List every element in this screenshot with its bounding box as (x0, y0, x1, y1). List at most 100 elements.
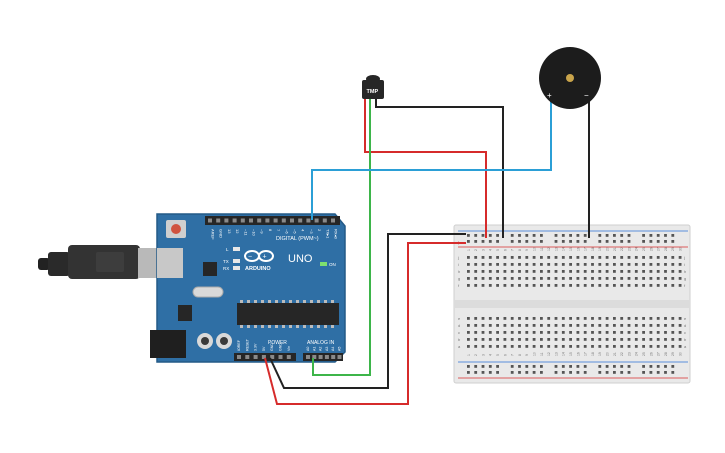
rail-hole[interactable] (664, 371, 667, 374)
terminal-hole[interactable] (576, 338, 580, 341)
terminal-hole[interactable] (503, 338, 507, 341)
terminal-hole[interactable] (576, 270, 580, 273)
terminal-hole[interactable] (554, 284, 558, 287)
rail-hole[interactable] (569, 365, 572, 368)
rail-hole[interactable] (656, 234, 660, 237)
terminal-hole[interactable] (576, 277, 580, 280)
rail-hole[interactable] (583, 234, 587, 237)
rail-hole[interactable] (518, 234, 521, 237)
terminal-hole[interactable] (649, 338, 653, 341)
terminal-hole[interactable] (547, 345, 551, 348)
terminal-hole[interactable] (591, 256, 594, 259)
terminal-hole[interactable] (642, 270, 645, 273)
terminal-hole[interactable] (467, 324, 470, 327)
terminal-hole[interactable] (503, 270, 507, 273)
analog-pin-hole[interactable] (312, 355, 317, 359)
terminal-hole[interactable] (467, 256, 470, 259)
terminal-hole[interactable] (540, 284, 543, 287)
terminal-hole[interactable] (554, 263, 558, 266)
terminal-hole[interactable] (678, 284, 682, 287)
terminal-hole[interactable] (503, 317, 507, 320)
terminal-hole[interactable] (649, 263, 653, 266)
terminal-hole[interactable] (481, 270, 485, 273)
terminal-hole[interactable] (620, 284, 624, 287)
terminal-hole[interactable] (554, 324, 558, 327)
rail-hole[interactable] (664, 240, 667, 243)
terminal-hole[interactable] (678, 331, 682, 334)
terminal-hole[interactable] (474, 263, 478, 266)
wire-black-board-ground[interactable] (269, 233, 466, 389)
terminal-hole[interactable] (467, 263, 470, 266)
rail-hole[interactable] (554, 371, 558, 374)
terminal-hole[interactable] (525, 284, 529, 287)
terminal-hole[interactable] (591, 263, 594, 266)
terminal-hole[interactable] (518, 338, 521, 341)
terminal-hole[interactable] (561, 331, 565, 334)
rail-hole[interactable] (620, 240, 624, 243)
terminal-hole[interactable] (525, 270, 529, 273)
terminal-hole[interactable] (598, 263, 602, 266)
terminal-hole[interactable] (576, 263, 580, 266)
digital-pin-hole[interactable] (216, 218, 221, 223)
power-pin-hole[interactable] (278, 355, 283, 359)
terminal-hole[interactable] (510, 317, 514, 320)
terminal-hole[interactable] (649, 317, 653, 320)
rail-hole[interactable] (467, 371, 470, 374)
terminal-hole[interactable] (613, 270, 616, 273)
terminal-hole[interactable] (576, 331, 580, 334)
digital-pin-hole[interactable] (290, 218, 294, 223)
rail-hole[interactable] (649, 365, 653, 368)
terminal-hole[interactable] (503, 345, 507, 348)
terminal-hole[interactable] (481, 345, 485, 348)
terminal-hole[interactable] (642, 317, 645, 320)
terminal-hole[interactable] (496, 270, 499, 273)
terminal-hole[interactable] (598, 277, 602, 280)
terminal-hole[interactable] (678, 270, 682, 273)
terminal-hole[interactable] (671, 324, 675, 327)
terminal-hole[interactable] (576, 345, 580, 348)
power-pin-hole[interactable] (253, 355, 258, 359)
terminal-hole[interactable] (642, 256, 645, 259)
terminal-hole[interactable] (576, 256, 580, 259)
terminal-hole[interactable] (649, 277, 653, 280)
terminal-hole[interactable] (656, 256, 660, 259)
power-pin-hole[interactable] (237, 355, 241, 359)
terminal-hole[interactable] (503, 284, 507, 287)
rail-hole[interactable] (532, 371, 536, 374)
terminal-hole[interactable] (481, 263, 485, 266)
terminal-hole[interactable] (591, 284, 594, 287)
terminal-hole[interactable] (664, 270, 667, 273)
terminal-hole[interactable] (561, 277, 565, 280)
terminal-hole[interactable] (554, 256, 558, 259)
terminal-hole[interactable] (583, 263, 587, 266)
terminal-hole[interactable] (634, 270, 638, 273)
terminal-hole[interactable] (474, 317, 478, 320)
terminal-hole[interactable] (613, 324, 616, 327)
terminal-hole[interactable] (664, 345, 667, 348)
rail-hole[interactable] (671, 371, 675, 374)
terminal-hole[interactable] (671, 284, 675, 287)
rail-hole[interactable] (488, 240, 492, 243)
rail-hole[interactable] (649, 234, 653, 237)
terminal-hole[interactable] (671, 338, 675, 341)
terminal-hole[interactable] (583, 324, 587, 327)
terminal-hole[interactable] (583, 317, 587, 320)
digital-pin-hole[interactable] (322, 218, 327, 223)
rail-hole[interactable] (627, 240, 631, 243)
terminal-hole[interactable] (510, 324, 514, 327)
terminal-hole[interactable] (605, 277, 609, 280)
terminal-hole[interactable] (678, 338, 682, 341)
terminal-hole[interactable] (532, 263, 536, 266)
rail-hole[interactable] (540, 365, 543, 368)
terminal-hole[interactable] (656, 317, 660, 320)
terminal-hole[interactable] (627, 270, 631, 273)
terminal-hole[interactable] (627, 338, 631, 341)
terminal-hole[interactable] (627, 263, 631, 266)
analog-pin-hole[interactable] (337, 355, 342, 359)
terminal-hole[interactable] (467, 284, 470, 287)
terminal-hole[interactable] (583, 270, 587, 273)
rail-hole[interactable] (532, 365, 536, 368)
rail-hole[interactable] (518, 365, 521, 368)
terminal-hole[interactable] (525, 317, 529, 320)
terminal-hole[interactable] (547, 270, 551, 273)
